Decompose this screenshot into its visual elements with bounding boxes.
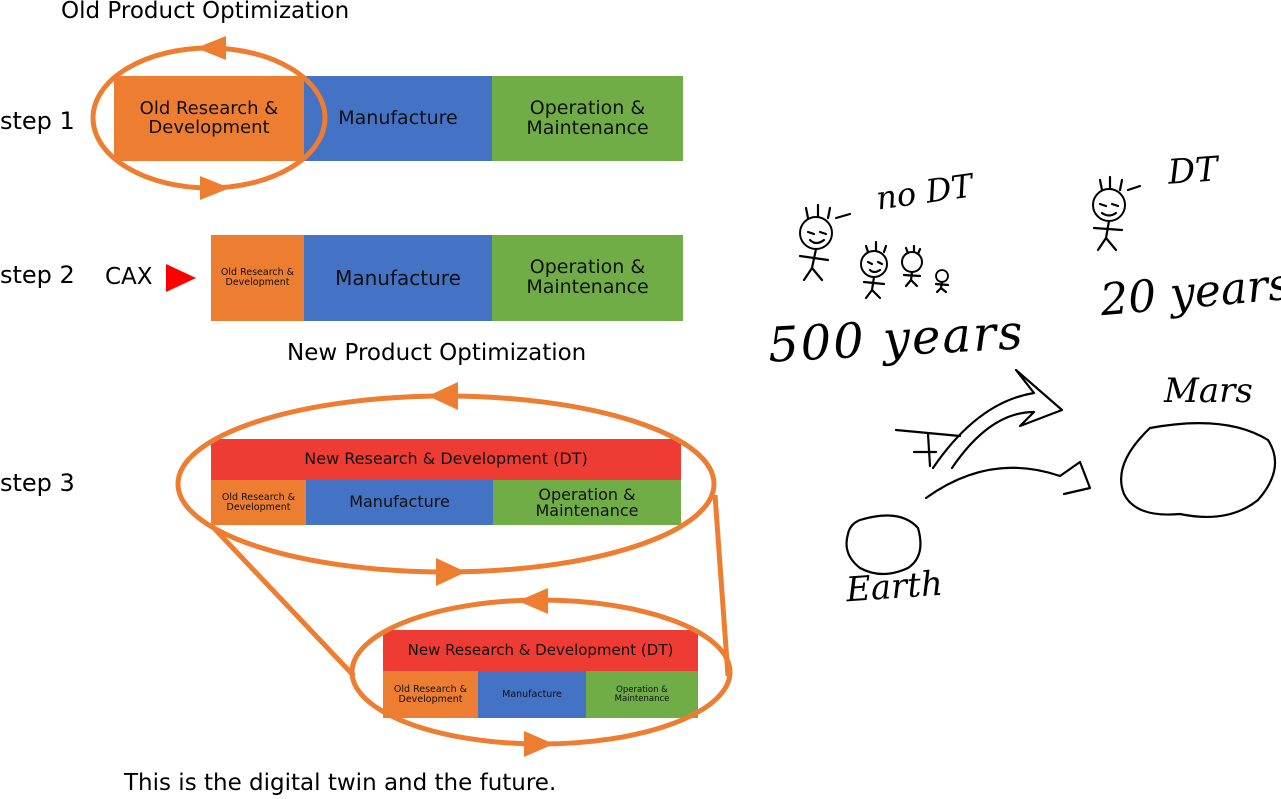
label-dt: DT xyxy=(1166,149,1220,193)
zoom-connector-left xyxy=(209,523,356,678)
stick-figure-dt-icon xyxy=(1092,175,1142,252)
zoom-old-rd-label: Old Research & Development xyxy=(393,683,468,705)
new-optimization-title: New Product Optimization xyxy=(287,340,587,366)
step1-operation-label: Operation & Maintenance xyxy=(526,96,649,139)
zoom-connector-right xyxy=(712,494,731,677)
zoom-manufacture-block: Manufacture xyxy=(478,671,586,718)
cax-label: CAX xyxy=(105,264,153,290)
zoom-cycle-arrow-bottom-icon xyxy=(524,731,554,757)
step-2-label: step 2 xyxy=(0,261,75,289)
step3-new-rd-block: New Research & Development (DT) xyxy=(211,439,681,480)
step1-manufacture-block: Manufacture xyxy=(304,76,492,161)
step2-old-rd-block: Old Research & Development xyxy=(211,235,304,321)
step-1-label: step 1 xyxy=(0,107,75,135)
step-3-label: step 3 xyxy=(0,469,75,497)
step3-cycle-arrow-bottom-icon xyxy=(436,558,466,586)
lower-travel-arrow-icon xyxy=(924,460,1092,500)
cax-arrow-icon xyxy=(166,264,196,292)
step2-manufacture-block: Manufacture xyxy=(304,235,492,321)
step3-new-rd-label: New Research & Development (DT) xyxy=(304,449,588,469)
mars-planet-icon xyxy=(1120,422,1277,519)
step1-operation-block: Operation & Maintenance xyxy=(492,76,683,161)
step3-manufacture-label: Manufacture xyxy=(349,492,450,512)
step1-old-rd-block: Old Research & Development xyxy=(114,76,304,161)
stick-figure-large-icon xyxy=(798,203,852,282)
step3-operation-label: Operation & Maintenance xyxy=(535,485,639,520)
zoom-cycle-arrow-top-icon xyxy=(518,588,548,614)
step3-old-rd-block: Old Research & Development xyxy=(211,480,306,525)
step2-operation-label: Operation & Maintenance xyxy=(526,256,649,298)
zoom-operation-label: Operation & Maintenance xyxy=(614,685,670,704)
footer-caption: This is the digital twin and the future. xyxy=(124,770,557,796)
zoom-new-rd-label: New Research & Development (DT) xyxy=(407,640,674,659)
step2-operation-block: Operation & Maintenance xyxy=(492,235,683,321)
zoom-operation-block: Operation & Maintenance xyxy=(586,671,698,718)
label-mars: Mars xyxy=(1164,371,1253,411)
step3-cycle-arrow-top-icon xyxy=(428,382,458,410)
step3-old-rd-label: Old Research & Development xyxy=(221,491,296,513)
step1-old-rd-label: Old Research & Development xyxy=(139,97,279,138)
label-500-years: 500 years xyxy=(766,304,1026,374)
step1-cycle-arrow-bottom-icon xyxy=(200,176,230,200)
stick-figure-medium-icon xyxy=(860,240,888,300)
step1-cycle-arrow-top-icon xyxy=(196,36,226,60)
step2-manufacture-label: Manufacture xyxy=(335,265,461,290)
zoom-old-rd-block: Old Research & Development xyxy=(383,671,478,718)
zoom-manufacture-label: Manufacture xyxy=(502,688,562,700)
earth-planet-icon xyxy=(845,514,922,576)
hand-t-mark xyxy=(894,428,962,468)
zoom-new-rd-block: New Research & Development (DT) xyxy=(383,630,698,671)
step2-old-rd-label: Old Research & Development xyxy=(220,267,295,288)
stick-figure-small-icon xyxy=(901,244,923,288)
upper-travel-arrow-icon xyxy=(931,368,1064,470)
step3-operation-block: Operation & Maintenance xyxy=(493,480,681,525)
step1-manufacture-label: Manufacture xyxy=(338,106,458,129)
old-optimization-title: Old Product Optimization xyxy=(61,0,350,24)
stick-figure-tiny-icon xyxy=(934,269,950,294)
label-earth: Earth xyxy=(844,563,945,611)
step3-manufacture-block: Manufacture xyxy=(306,480,493,525)
